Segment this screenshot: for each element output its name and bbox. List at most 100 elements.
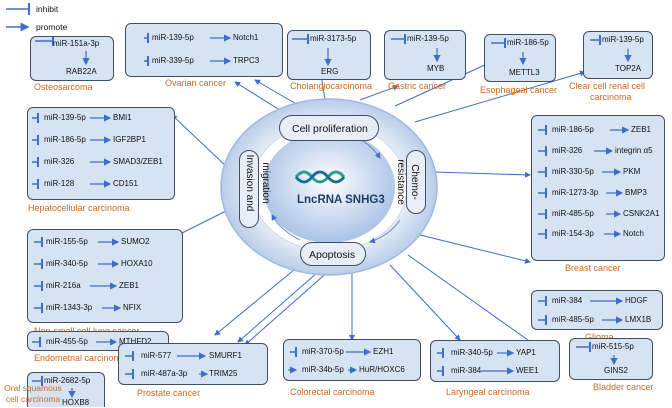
glioma-mir-1: miR-384 [552, 296, 583, 305]
prostate-mir-1: miR-577 [141, 351, 172, 360]
glioma-symbols [538, 296, 624, 325]
nsclc-mir-3: miR-216a [46, 281, 81, 290]
laryngeal-target-1: YAP1 [516, 348, 536, 357]
hcc-mir-1: miR-139-5p [44, 113, 86, 122]
gastric-mir: miR-139-5p [407, 34, 449, 43]
apoptosis-label: Apoptosis [309, 249, 356, 261]
osteo-inhibit-symbol [35, 37, 90, 66]
ccrcc-mir: miR-139-5p [602, 35, 644, 44]
core [263, 131, 395, 243]
prostate-box: miR-577 SMURF1 miR-487a-3p TRIM25 [118, 343, 268, 385]
osteosarcoma-box: miR-151a-3p RAB22A [30, 36, 114, 81]
invasion-pill [239, 150, 259, 228]
esoph-symbols [491, 38, 527, 66]
colorectal-target-1: EZH1 [373, 347, 394, 356]
cholangio-symbols [292, 34, 332, 67]
glioma-target-1: HDGF [625, 296, 648, 305]
colorectal-mir-1: miR-370-5p [302, 347, 344, 356]
osteo-mir: miR-151a-3p [53, 39, 100, 48]
hcc-target-2: IGF2BP1 [113, 135, 146, 144]
nsclc-target-3: ZEB1 [119, 281, 140, 290]
chemo-pill [406, 150, 426, 214]
migration-label: migration [260, 162, 271, 204]
esophageal-box: miR-186-5p METTL3 [484, 34, 556, 82]
cholangio-mir: miR-3173-5p [310, 34, 357, 43]
osteo-target: RAB22A [66, 67, 97, 76]
breast-mir-1: miR-186-5p [552, 125, 594, 134]
glioma-mir-2: miR-485-5p [552, 315, 594, 324]
ovarian-target-2: TRPC3 [233, 56, 260, 65]
breast-target-5: CSNK2A1 [623, 209, 660, 218]
laryngeal-label: Laryngeal carcinoma [446, 387, 530, 397]
breast-target-4: BMP3 [625, 188, 647, 197]
colorectal-mir-2: miR-34b-5p [302, 365, 344, 374]
bladder-target: GINS2 [604, 366, 629, 375]
ovarian-mir-1: miR-139-5p [152, 33, 194, 42]
laryngeal-mir-2: miR-384 [451, 366, 482, 375]
gastric-box: miR-139-5p MYB [384, 30, 466, 80]
ovarian-label: Ovarian cancer [165, 78, 227, 88]
ccrcc-symbols [590, 35, 632, 63]
breast-mir-5: miR-485-5p [552, 209, 594, 218]
breast-mir-3: miR-330-5p [552, 167, 594, 176]
ccrcc-target: TOP2A [615, 64, 642, 73]
ccrcc-label-1: Clear cell renal cell [569, 81, 646, 91]
hcc-target-1: BMI1 [113, 113, 132, 122]
ovarian-mir-2: miR-339-5p [152, 56, 194, 65]
colorectal-label: Colorectal carcinoma [290, 387, 375, 397]
cholangio-target: ERG [321, 67, 339, 76]
gastric-symbols [391, 34, 441, 63]
cholangio-box: miR-3173-5p ERG [287, 30, 371, 80]
glioma-label: Glioma [585, 332, 614, 342]
hcc-box: miR-139-5p BMI1 miR-186-5p IGF2BP1 miR-3… [27, 107, 175, 200]
hcc-label: Hepatocellular carcinoma [28, 203, 130, 213]
oral-target: HOXB8 [62, 398, 90, 407]
oral-mir: miR-2682-5p [44, 376, 91, 385]
invasion-label: Invasion and [244, 154, 255, 212]
breast-symbols [538, 125, 630, 239]
connector-arrows [167, 57, 586, 346]
breast-target-1: ZEB1 [631, 125, 652, 134]
oral-label-2: cell carcinoma [5, 394, 61, 404]
glioma-target-2: LMX1B [625, 315, 652, 324]
center-title: LncRNA SNHG3 [297, 194, 385, 206]
nsclc-mir-4: miR-1343-3p [46, 303, 93, 312]
nsclc-target-4: NFIX [123, 303, 142, 312]
hcc-mir-4: miR-128 [44, 179, 75, 188]
breast-mir-6: miR-154-3p [552, 229, 594, 238]
prostate-symbols [125, 351, 209, 379]
esoph-target: METTL3 [509, 68, 540, 77]
oral-box: miR-2682-5p HOXB8 [27, 372, 105, 407]
hcc-symbols [32, 113, 112, 189]
nsclc-symbols [34, 237, 122, 313]
esoph-mir: miR-186-5p [507, 38, 549, 47]
breast-label: Breast cancer [565, 263, 621, 273]
colorectal-target-2: HuR/HOXC6 [359, 365, 405, 374]
prostate-target-2: TRIM25 [209, 369, 238, 378]
chemo-label-1: Chemo- [409, 164, 420, 200]
oral-label-1: Oral squamous [4, 383, 62, 393]
esoph-label: Esophageal cancer [480, 85, 558, 95]
ccrcc-box: miR-139-5p TOP2A [583, 31, 653, 79]
prostate-mir-2: miR-487a-3p [141, 369, 188, 378]
endo-target: MTHFD2 [119, 337, 152, 346]
bladder-label: Bladder cancer [593, 382, 654, 392]
breast-mir-2: miR-326 [552, 146, 583, 155]
laryngeal-symbols [437, 348, 515, 376]
endo-label: Endometrial carcinoma [34, 353, 127, 363]
nsclc-target-1: SUMO2 [121, 237, 150, 246]
laryngeal-mir-1: miR-340-5p [451, 348, 493, 357]
ccrcc-label-2: carcinoma [590, 92, 632, 102]
nsclc-mir-1: miR-155-5p [46, 237, 88, 246]
ovarian-target-1: Notch1 [233, 33, 259, 42]
apoptosis-pill: Apoptosis [300, 242, 366, 266]
breast-target-2: integrin α5 [615, 146, 653, 155]
colorectal-symbols [288, 347, 372, 374]
breast-target-3: PKM [623, 167, 641, 176]
oral-symbols [32, 376, 76, 399]
hcc-target-3: SMAD3/ZEB1 [113, 157, 163, 166]
bladder-mir: miR-515-5p [592, 342, 634, 351]
legend-symbols [6, 3, 30, 32]
nsclc-box: miR-155-5p SUMO2 miR-340-5p HOXA10 miR-2… [27, 229, 183, 323]
breast-target-6: Notch [623, 229, 644, 238]
